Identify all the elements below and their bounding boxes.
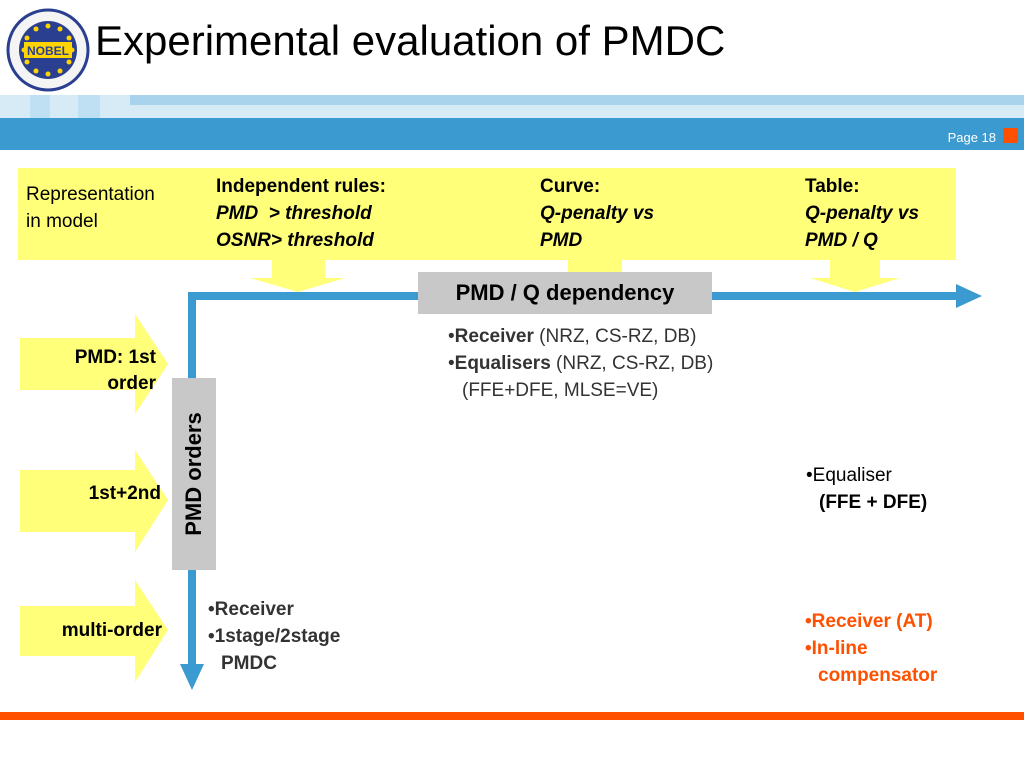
column-line: OSNR> threshold bbox=[216, 230, 374, 251]
cell-line: •Receiver (NRZ, CS-RZ, DB) bbox=[448, 326, 697, 347]
rule-column-table: Table: Q-penalty vs PMD / Q bbox=[805, 173, 919, 254]
cell-line: •1stage/2stage bbox=[208, 626, 341, 647]
cell-line: •Equalisers (NRZ, CS-RZ, DB) bbox=[448, 353, 714, 374]
column-line: Q-penalty vs bbox=[540, 203, 655, 224]
row-label-1st-2nd: 1st+2nd bbox=[30, 481, 161, 507]
horizontal-axis-arrowhead bbox=[956, 284, 982, 308]
cell-bottom-right: •Receiver (AT) •In-line compensator bbox=[805, 608, 937, 689]
rule-column-curve: Curve: Q-penalty vs PMD bbox=[540, 173, 654, 254]
column-heading: Independent rules: bbox=[216, 176, 386, 197]
row-label-line1: multi-order bbox=[61, 620, 162, 641]
row-arrow-2 bbox=[20, 450, 168, 552]
representation-box bbox=[18, 168, 956, 260]
header-decoration bbox=[0, 95, 1024, 119]
cell-line: •Receiver (AT) bbox=[805, 611, 933, 632]
representation-label: Representation in model bbox=[26, 181, 155, 235]
cell-line: •Receiver bbox=[208, 599, 294, 620]
row-arrow-1 bbox=[20, 314, 168, 414]
header-band bbox=[0, 118, 1024, 150]
pmd-orders-label: PMD orders bbox=[172, 378, 216, 570]
cell-line: PMDC bbox=[221, 653, 277, 674]
column-heading: Curve: bbox=[540, 176, 601, 197]
cell-line: (FFE+DFE, MLSE=VE) bbox=[462, 380, 659, 401]
cell-line: compensator bbox=[818, 665, 938, 686]
row-label-1st-order: PMD: 1st order bbox=[30, 345, 156, 397]
column-line: Q-penalty vs bbox=[805, 203, 920, 224]
down-arrow-1 bbox=[250, 260, 345, 292]
row-label-multi-order: multi-order bbox=[20, 618, 162, 644]
rule-column-independent: Independent rules: PMD > threshold OSNR>… bbox=[216, 173, 386, 254]
row-arrow-3 bbox=[20, 580, 168, 682]
down-arrow-3 bbox=[810, 260, 900, 292]
vertical-axis-arrowhead bbox=[180, 664, 204, 690]
column-line: PMD > threshold bbox=[216, 203, 372, 224]
representation-label-line1: Representation bbox=[26, 184, 155, 205]
page-marker bbox=[1003, 128, 1018, 143]
cell-bottom-left: •Receiver •1stage/2stage PMDC bbox=[208, 596, 340, 677]
column-line: PMD bbox=[540, 230, 583, 251]
representation-label-line2: in model bbox=[26, 211, 98, 232]
row-label-line1: 1st+2nd bbox=[88, 483, 161, 504]
row-label-line1: PMD: 1st bbox=[74, 347, 156, 368]
pmd-q-dependency-label: PMD / Q dependency bbox=[418, 272, 712, 314]
cell-top-middle: •Receiver (NRZ, CS-RZ, DB) •Equalisers (… bbox=[448, 323, 713, 404]
row-label-line2: order bbox=[107, 373, 156, 394]
column-line: PMD / Q bbox=[805, 230, 878, 251]
cell-line: •In-line bbox=[805, 638, 868, 659]
cell-line: (FFE + DFE) bbox=[819, 492, 928, 513]
page-number: Page 18 bbox=[947, 130, 996, 145]
slide-title: Experimental evaluation of PMDC bbox=[95, 17, 726, 64]
cell-mid-right: •Equaliser (FFE + DFE) bbox=[806, 462, 927, 516]
cell-line: •Equaliser bbox=[806, 465, 892, 486]
logo-text: NOBEL bbox=[27, 44, 69, 58]
pmd-orders-text: PMD orders bbox=[181, 412, 206, 536]
column-heading: Table: bbox=[805, 176, 860, 197]
footer-line bbox=[0, 712, 1024, 720]
nobel-logo: NOBEL bbox=[6, 8, 90, 92]
